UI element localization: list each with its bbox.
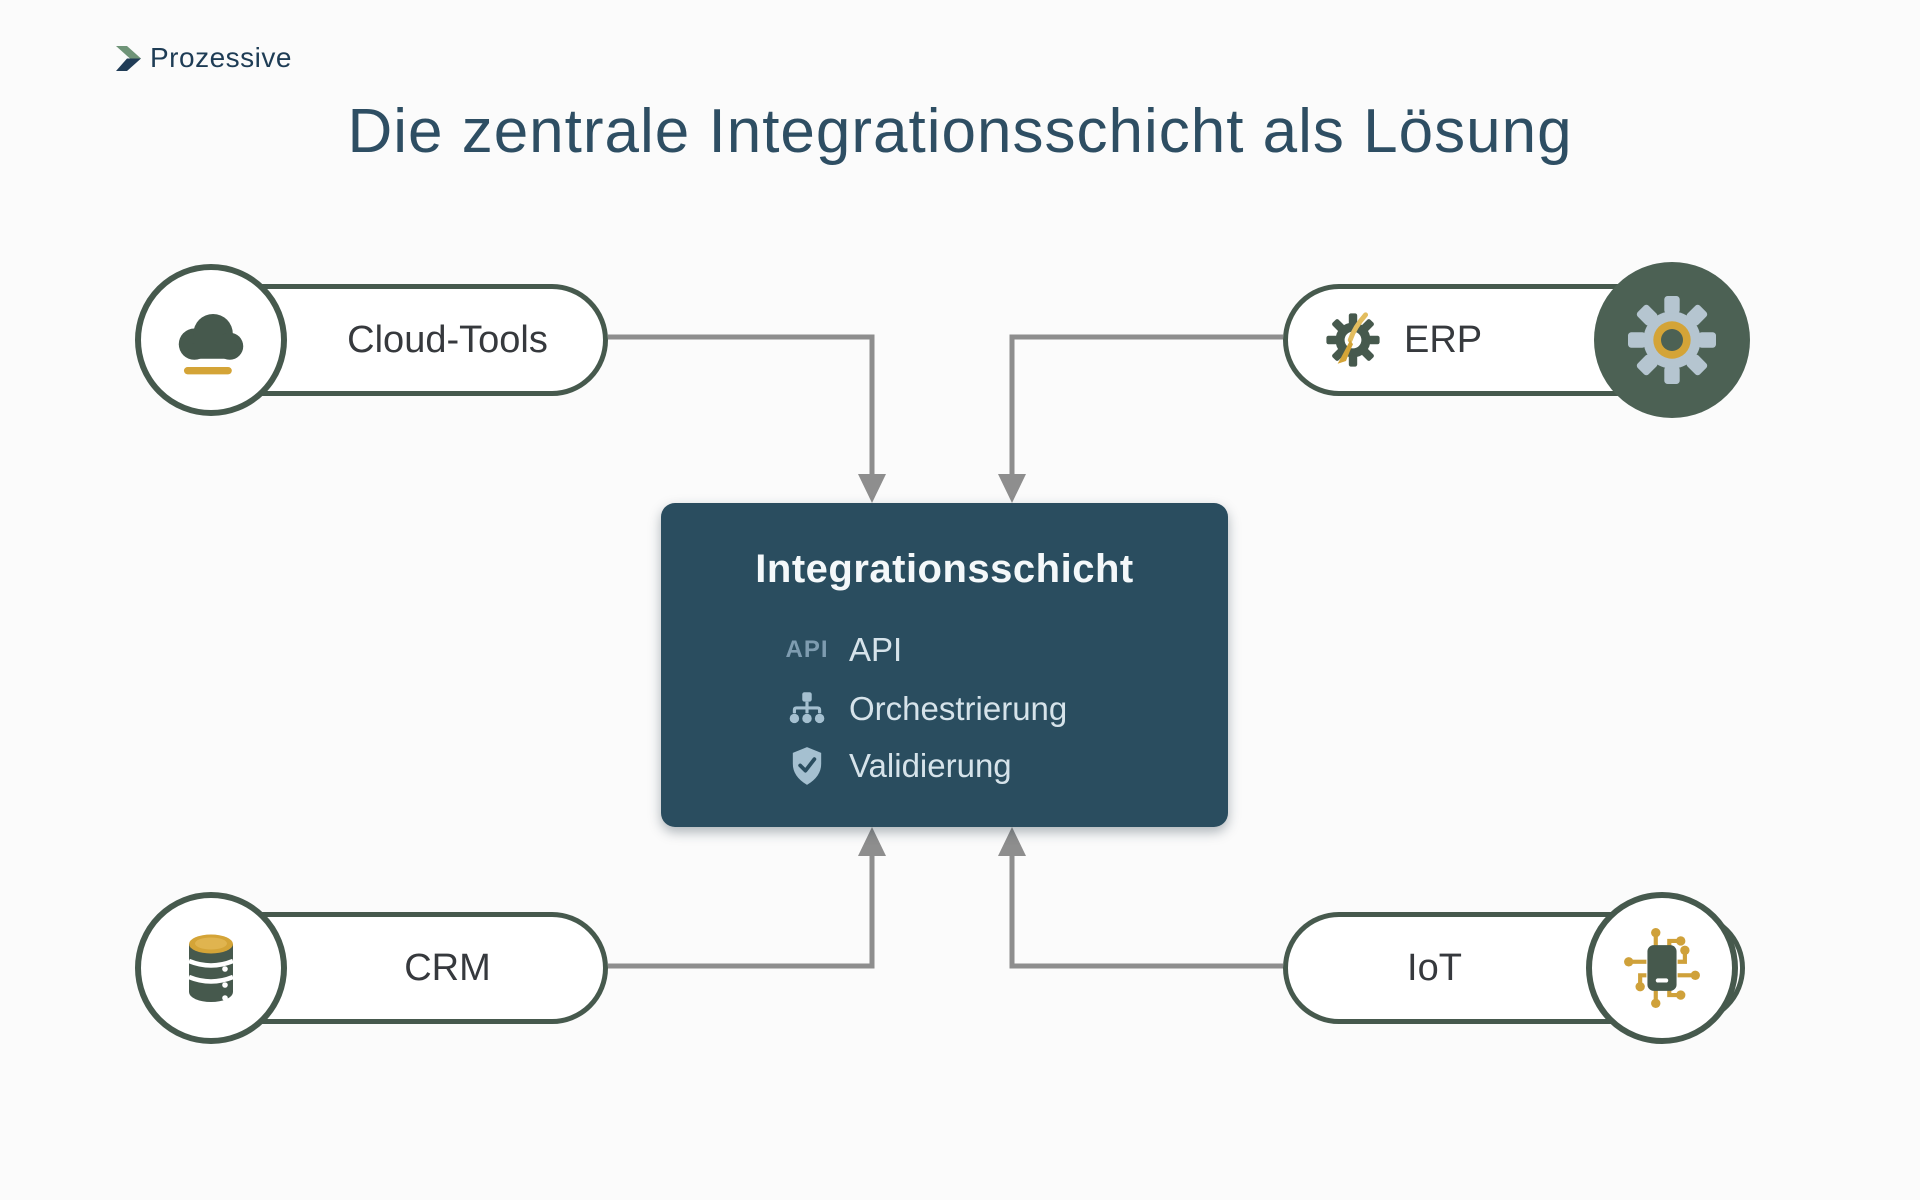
- orchestration-label: Orchestrierung: [849, 690, 1068, 727]
- database-icon: [188, 934, 234, 1002]
- erp-content: ERP: [1318, 284, 1482, 396]
- integration-layer-box: Integrationsschicht API API: [661, 503, 1228, 827]
- integration-item-orchestration: Orchestrierung: [779, 687, 1067, 731]
- chip-icon: [1624, 927, 1700, 1009]
- crm-badge: [135, 892, 287, 1044]
- page-title: Die zentrale Integrationsschicht als Lös…: [347, 97, 1573, 166]
- gear-icon: [1326, 312, 1380, 367]
- integration-item-api: API API: [779, 628, 902, 672]
- validation-label: Validierung: [849, 747, 1012, 784]
- brand-logo: Prozessive: [113, 42, 292, 74]
- erp-badge: [1594, 262, 1750, 418]
- integration-layer-title: Integrationsschicht: [755, 547, 1134, 591]
- arrow-down-icon: [858, 474, 886, 503]
- iot-badge: [1586, 892, 1738, 1044]
- arrow-down-icon: [998, 474, 1026, 503]
- crm-label: CRM: [404, 946, 491, 989]
- cloud-tools-label: Cloud-Tools: [347, 318, 548, 361]
- arrow-up-icon: [858, 827, 886, 856]
- api-badge: API: [785, 636, 829, 663]
- cloud-icon: [178, 314, 244, 375]
- integration-item-validation: Validierung: [779, 744, 1012, 788]
- arrow-up-icon: [998, 827, 1026, 856]
- chevron-logo-icon: [116, 46, 141, 71]
- erp-label: ERP: [1404, 318, 1483, 361]
- iot-label: IoT: [1407, 946, 1462, 989]
- cloud-tools-badge: [135, 264, 287, 416]
- gear-badge-icon: [1628, 296, 1716, 384]
- api-label: API: [849, 631, 903, 668]
- shield-check-icon: [792, 747, 822, 785]
- brand-name: Prozessive: [150, 42, 292, 73]
- sitemap-icon: [789, 692, 825, 724]
